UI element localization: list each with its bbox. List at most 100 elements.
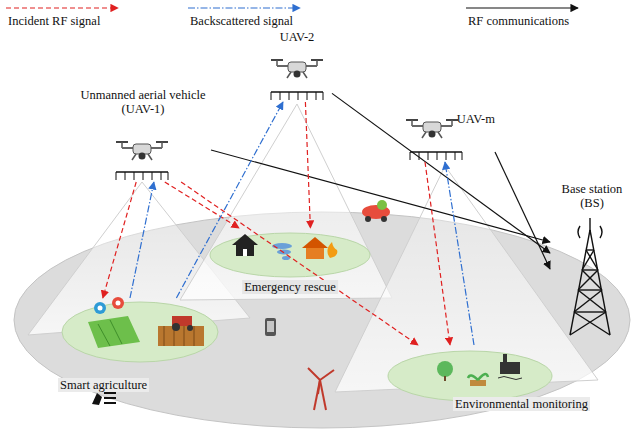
tower-icon <box>570 218 610 335</box>
tower-icon-part <box>578 270 598 290</box>
field-icon-part <box>110 320 122 344</box>
car-icon <box>362 200 390 222</box>
crop-field-icon <box>158 316 204 346</box>
fire-house-icon-part <box>306 247 324 259</box>
legend-label: Backscattered signal <box>190 14 293 29</box>
phone-icon-part <box>267 321 274 332</box>
legend-label: Incident RF signal <box>8 14 100 29</box>
tower-icon-part <box>582 269 598 270</box>
incident-signal <box>103 182 136 298</box>
tower-icon-part <box>574 312 610 335</box>
field-icon-part <box>98 306 103 311</box>
node-label: UAV-2 <box>280 30 315 44</box>
crop-field-icon-part <box>158 326 204 346</box>
fire-house-icon-part <box>327 242 337 258</box>
house-icon-part <box>243 249 247 256</box>
field-icon-part <box>112 297 124 309</box>
base-station: Base station (BS) <box>550 182 634 340</box>
phone-icon-part <box>265 318 276 336</box>
tower-icon-part <box>582 270 602 290</box>
windmill-icon-part <box>308 368 320 380</box>
house-icon <box>232 234 258 256</box>
zone-area: Emergency rescue <box>205 228 375 294</box>
windmill-icon-part <box>314 380 320 410</box>
worker-icon-part <box>104 392 116 394</box>
sprout-icon-part <box>468 374 488 380</box>
crop-field-icon-part <box>172 323 180 331</box>
uav-icon-part <box>271 60 323 78</box>
tree-icon-part <box>444 376 446 381</box>
windmill-icon-part <box>318 380 320 394</box>
node-label: Unmanned aerial vehicle (UAV-1) <box>77 88 209 117</box>
uav-node: UAV-m <box>395 112 495 162</box>
zone-area: Smart agriculture <box>58 298 218 392</box>
car-icon-part <box>365 216 371 222</box>
house-icon-part <box>232 234 258 245</box>
uav-node: UAV-2 <box>262 30 332 102</box>
backscatter-signal <box>176 102 283 298</box>
tree-icon <box>437 361 453 381</box>
legend-sample <box>466 7 578 8</box>
legend-sample <box>6 7 118 8</box>
field-icon <box>88 297 140 348</box>
windmill-icon <box>308 368 334 410</box>
uav-icon <box>271 60 323 100</box>
node-label: Smart agriculture <box>58 378 149 392</box>
node-label: Environmental monitoring <box>453 397 590 411</box>
tower-icon-part <box>586 249 594 250</box>
crop-field-icon-part <box>164 326 165 346</box>
tower-icon-part <box>570 230 590 335</box>
backscatter-signal <box>445 162 474 345</box>
backscatter-signal <box>130 182 154 298</box>
fire-house-icon <box>302 237 337 259</box>
zone-area <box>388 351 552 401</box>
incident-signal <box>181 182 418 345</box>
tower-icon-part <box>578 289 602 290</box>
factory-icon-part <box>503 354 507 362</box>
tower-icon-part <box>578 290 606 312</box>
worker-icon-part <box>104 397 116 399</box>
tree-icon-part <box>437 361 453 377</box>
crop-field-icon-part <box>194 326 195 346</box>
tower-icon-part <box>570 312 606 335</box>
coverage-cone <box>180 104 392 300</box>
car-icon-part <box>377 200 387 210</box>
rf-link <box>495 152 550 269</box>
uav-node: Unmanned aerial vehicle (UAV-1) <box>75 88 211 182</box>
tower-icon-part <box>578 226 602 238</box>
tower-icon-part <box>574 290 602 312</box>
incident-signal <box>425 162 450 345</box>
zone-area <box>62 302 218 362</box>
legend-label: RF communications <box>468 14 569 29</box>
sprout-icon-part <box>470 380 486 386</box>
node-label: UAV-m <box>457 112 495 126</box>
node-label: Base station (BS) <box>552 182 632 211</box>
sprout-icon <box>468 374 488 386</box>
uav-icon-part <box>116 172 168 180</box>
legend-sample <box>188 7 300 8</box>
node-label: Emergency rescue <box>242 280 338 294</box>
worker-icon-part <box>92 393 102 405</box>
rf-link <box>332 93 550 253</box>
field-icon-part <box>98 324 110 346</box>
tornado-icon-part <box>277 250 291 255</box>
field-icon-part <box>116 301 121 306</box>
car-icon-part <box>381 216 387 222</box>
fire-house-icon-part <box>302 237 328 248</box>
uav-icon-part <box>271 92 323 100</box>
house-icon-part <box>236 244 254 256</box>
field-icon-part <box>94 302 106 314</box>
factory-icon-part <box>500 362 520 374</box>
uav-icon <box>116 142 168 180</box>
incident-signal <box>305 102 310 228</box>
factory-icon <box>498 354 522 380</box>
incident-signal <box>165 182 239 228</box>
uav-icon-part <box>406 120 458 138</box>
phone-icon <box>265 318 276 336</box>
uav-icon-part <box>116 142 168 160</box>
field-icon-part <box>88 316 140 348</box>
tower-icon-part <box>574 311 606 312</box>
